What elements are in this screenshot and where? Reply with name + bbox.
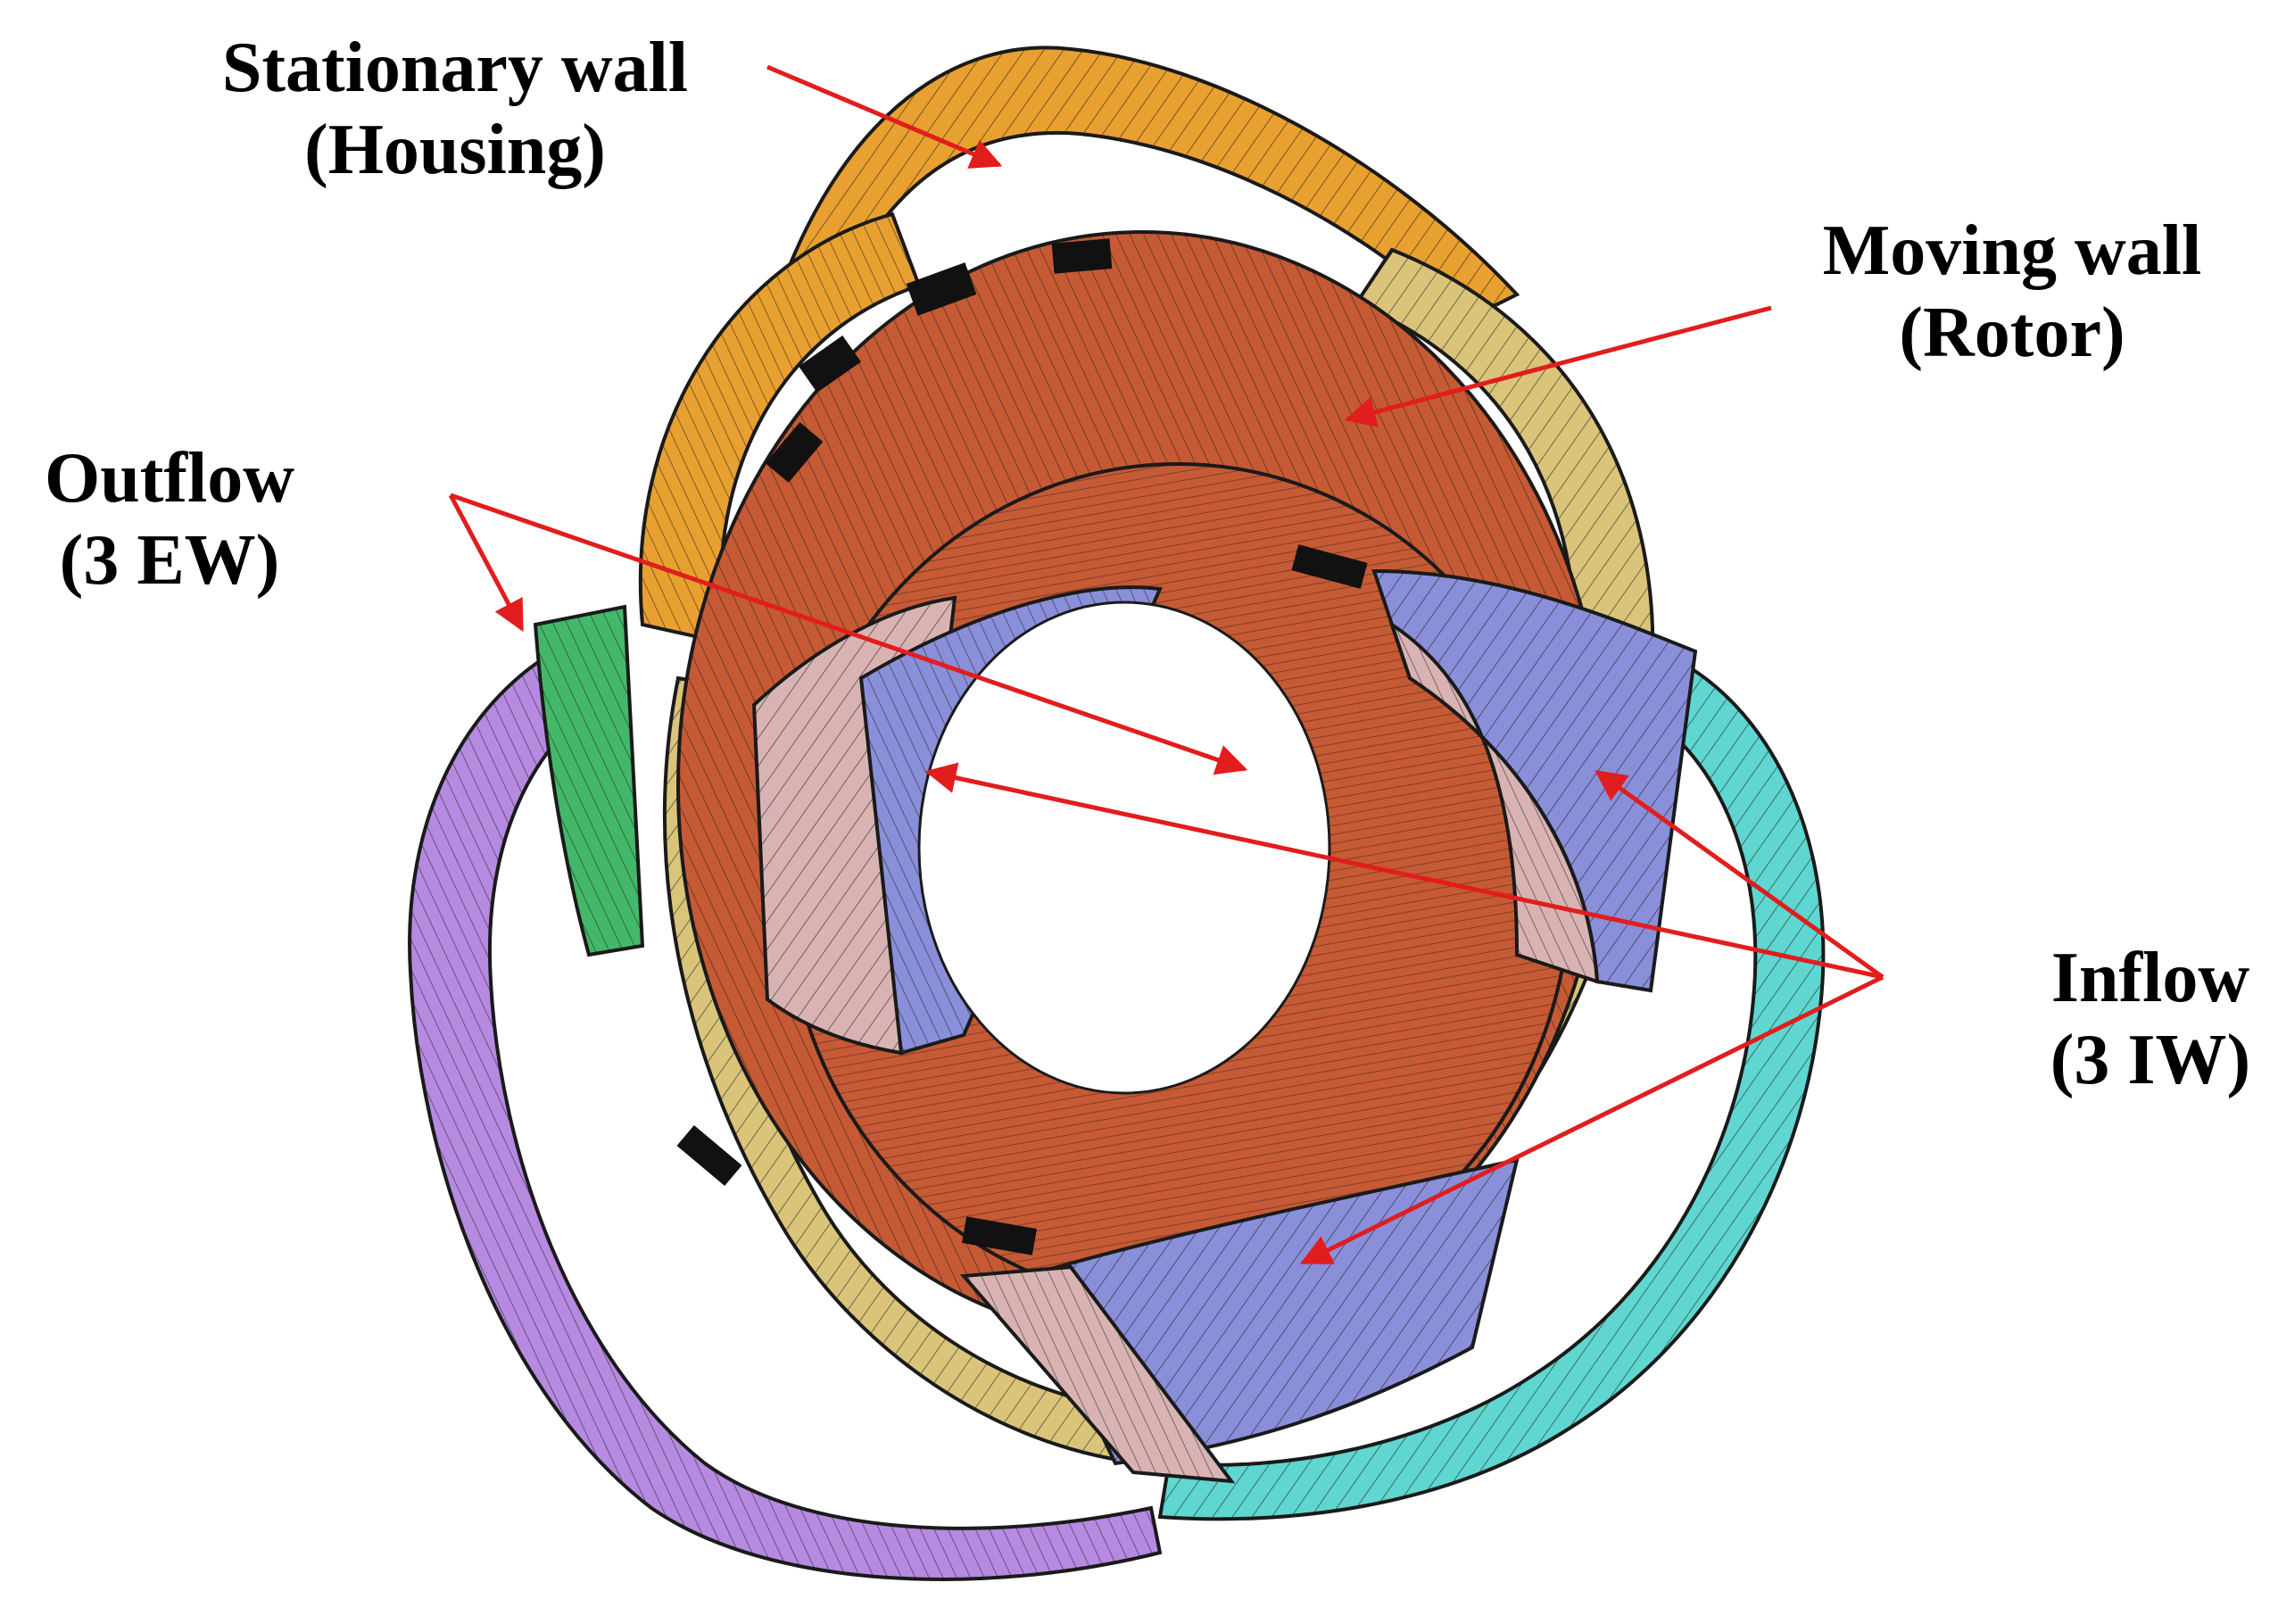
label-stationary-wall: Stationary wall (Housing) — [170, 27, 741, 191]
arrow-inflow-bottom — [1299, 974, 1885, 1265]
label-outflow-line2: (3 EW) — [59, 521, 280, 600]
arrow-outflow-left — [448, 493, 525, 633]
inflow-port-right — [1371, 568, 1698, 993]
label-moving-wall: Moving wall (Rotor) — [1771, 210, 2253, 374]
label-inflow-line1: Inflow — [2050, 939, 2250, 1017]
outflow-port-purple — [408, 640, 1163, 1581]
rotor-central-bore — [917, 601, 1331, 1095]
arrow-inflow-right — [1595, 769, 1885, 980]
label-inflow-line2: (3 IW) — [2050, 1021, 2251, 1099]
inflow-port-bottom — [959, 1157, 1520, 1484]
annotation-arrows — [448, 64, 1885, 1265]
label-outflow-line1: Outflow — [45, 439, 294, 518]
rotor-rim-slots — [676, 238, 1368, 1255]
housing-ring-left — [638, 211, 922, 645]
label-outflow: Outflow (3 EW) — [18, 437, 321, 601]
arrow-stationary-wall — [766, 64, 1003, 169]
label-inflow: Inflow (3 IW) — [2025, 937, 2275, 1101]
arrow-inflow-left — [924, 762, 1884, 980]
label-moving-wall-line1: Moving wall — [1822, 211, 2202, 290]
arrow-moving-wall — [1344, 305, 1772, 427]
label-stationary-wall-line1: Stationary wall — [221, 29, 689, 107]
label-stationary-wall-line2: (Housing) — [304, 111, 606, 189]
arrow-outflow-center — [450, 493, 1248, 775]
label-moving-wall-line2: (Rotor) — [1899, 294, 2125, 372]
